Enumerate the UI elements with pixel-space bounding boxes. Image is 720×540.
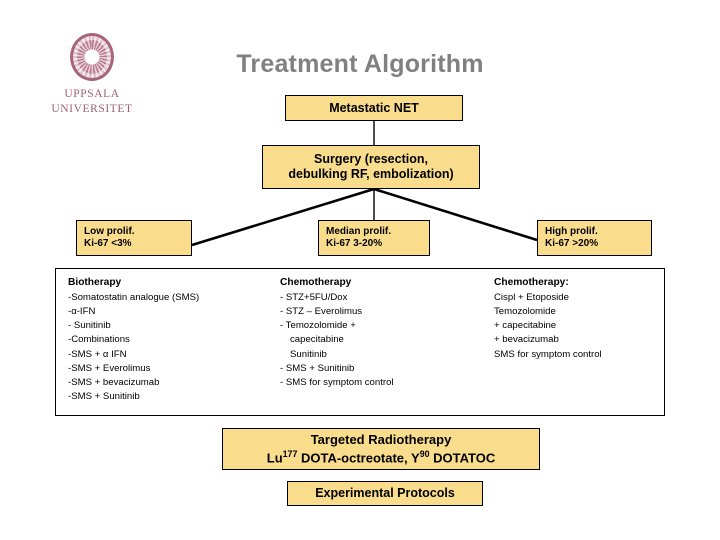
box-median-proliferation-line-2: Ki-67 3-20% (326, 238, 383, 249)
logo-line-2: UNIVERSITET (51, 103, 133, 115)
list-item: - Sunitinib (68, 320, 111, 332)
list-item: -Combinations (68, 334, 130, 346)
list-item: Temozolomide (494, 305, 556, 317)
treatment-options-panel: Biotherapy -Somatostatin analogue (SMS) … (55, 268, 665, 416)
box-targeted-radiotherapy-line-2: Lu177 DOTA-octreotate, Y90 DOTATOC (267, 449, 496, 466)
list-item: - SMS for symptom control (280, 376, 394, 388)
radio-agent-middle: DOTA-octreotate, Y (297, 450, 420, 466)
list-item: - STZ+5FU/Dox (280, 291, 348, 303)
list-item: -SMS + bevacizumab (68, 376, 160, 388)
box-targeted-radiotherapy-line-1: Targeted Radiotherapy (310, 432, 452, 447)
list-item: + capecitabine (494, 320, 557, 332)
list-item: - Temozolomide + (280, 320, 356, 332)
logo-wordmark: UPPSALA UNIVERSITET (47, 87, 137, 117)
box-surgery-line-2: debulking RF, embolization) (288, 167, 454, 181)
list-item: -SMS + α IFN (68, 348, 127, 360)
column-chemotherapy-high-heading: Chemotherapy: (494, 277, 569, 288)
list-item: - SMS + Sunitinib (280, 362, 355, 374)
list-item: -Somatostatin analogue (SMS) (68, 291, 200, 303)
list-item: + bevacizumab (494, 334, 559, 346)
box-median-proliferation[interactable]: Median prolif. Ki-67 3-20% (318, 220, 430, 256)
box-targeted-radiotherapy[interactable]: Targeted Radiotherapy Lu177 DOTA-octreot… (222, 428, 540, 470)
list-item: capecitabine (290, 334, 344, 346)
box-high-proliferation-line-1: High prolif. (545, 226, 598, 238)
box-metastatic-net-label: Metastatic NET (329, 100, 419, 115)
logo-line-1: UPPSALA (64, 88, 120, 100)
box-metastatic-net[interactable]: Metastatic NET (285, 95, 463, 121)
list-item: -SMS + Everolimus (68, 362, 151, 374)
list-item: -SMS + Sunitinib (68, 391, 140, 403)
column-biotherapy: Biotherapy -Somatostatin analogue (SMS) … (68, 276, 278, 404)
page-title: Treatment Algorithm (236, 50, 484, 78)
box-high-proliferation[interactable]: High prolif. Ki-67 >20% (537, 220, 652, 256)
box-high-proliferation-line-2: Ki-67 >20% (545, 238, 599, 249)
column-chemotherapy-high: Chemotherapy: Cispl + Etoposide Temozolo… (494, 276, 664, 362)
uppsala-seal-icon (70, 33, 114, 81)
box-surgery[interactable]: Surgery (resection, debulking RF, emboli… (262, 145, 480, 189)
radio-agent-lu-mass: 177 (282, 449, 298, 460)
list-item: - STZ – Everolimus (280, 305, 363, 317)
radio-agent-y-mass: 90 (419, 449, 430, 460)
list-item: -α-IFN (68, 305, 96, 317)
box-low-proliferation[interactable]: Low prolif. Ki-67 <3% (76, 220, 192, 256)
column-biotherapy-heading: Biotherapy (68, 277, 122, 288)
column-chemotherapy-median: Chemotherapy - STZ+5FU/Dox - STZ – Evero… (280, 276, 480, 390)
list-item: Sunitinib (290, 348, 327, 360)
uppsala-university-logo: UPPSALA UNIVERSITET (47, 33, 137, 128)
box-median-proliferation-line-1: Median prolif. (326, 226, 391, 238)
radio-agent-suffix: DOTATOC (429, 450, 496, 466)
box-experimental-protocols-label: Experimental Protocols (315, 486, 455, 501)
column-chemotherapy-median-heading: Chemotherapy (280, 277, 352, 288)
box-low-proliferation-line-2: Ki-67 <3% (84, 238, 132, 249)
radio-agent-lu-prefix: Lu (266, 450, 283, 466)
box-experimental-protocols[interactable]: Experimental Protocols (287, 481, 483, 506)
list-item: Cispl + Etoposide (494, 291, 569, 303)
box-surgery-line-1: Surgery (resection, (314, 152, 428, 167)
box-low-proliferation-line-1: Low prolif. (84, 226, 135, 238)
list-item: SMS for symptom control (494, 348, 602, 360)
